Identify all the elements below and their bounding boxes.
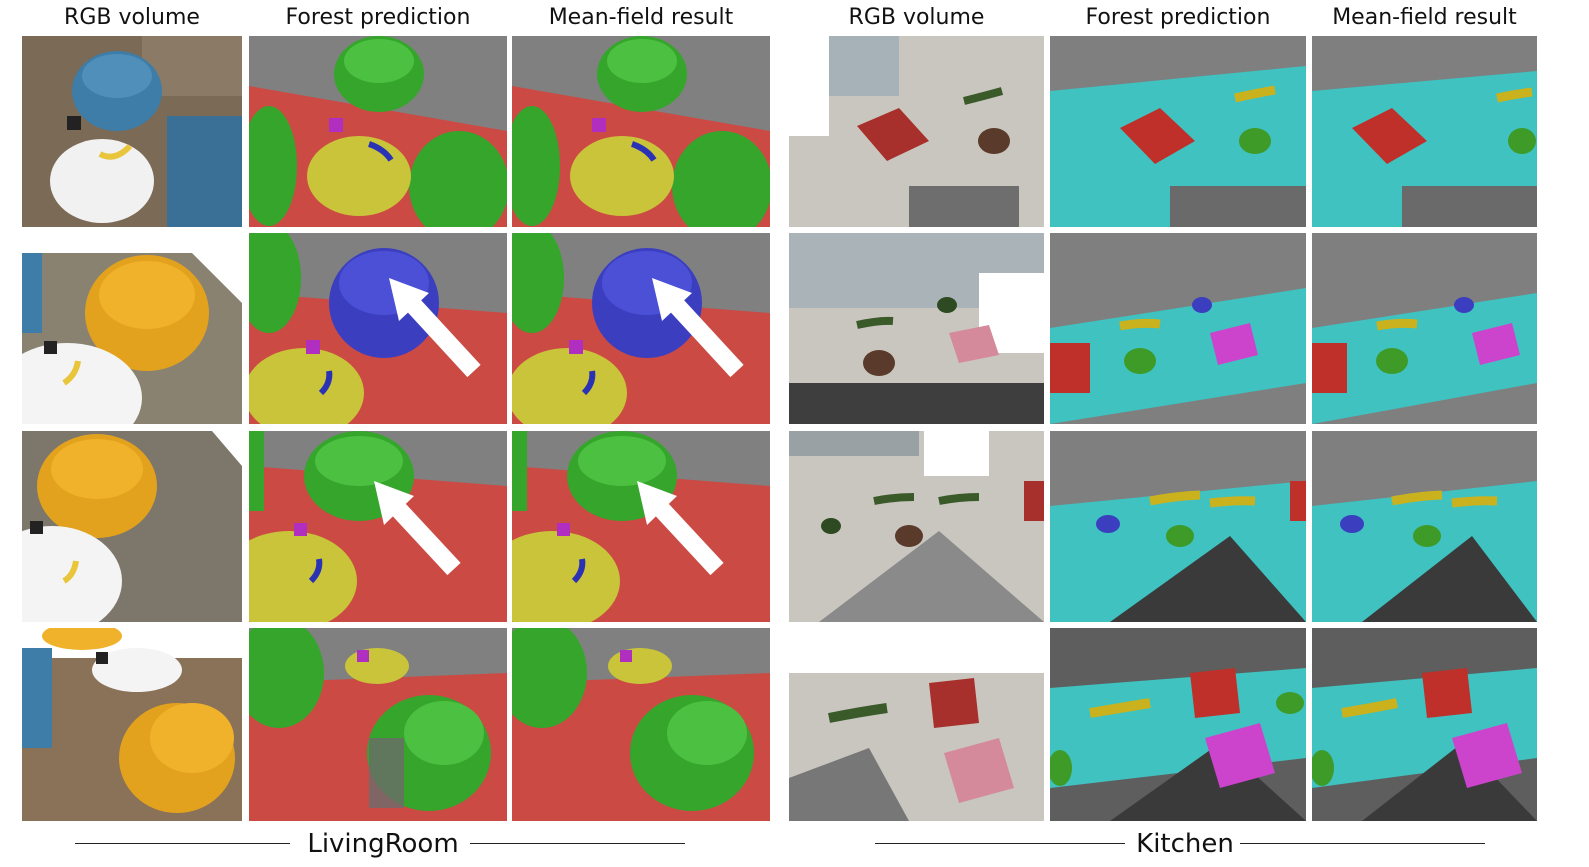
livingroom-meanfield-row3 xyxy=(512,431,770,622)
kitchen-forest-row2 xyxy=(1050,233,1306,424)
kitchen-meanfield-row2 xyxy=(1312,233,1537,424)
group-label-kitchen: Kitchen xyxy=(1136,829,1234,859)
col-header-rgb-kitchen: RGB volume xyxy=(848,5,985,30)
kitchen-meanfield-row4 xyxy=(1312,628,1537,821)
kitchen-rule-right xyxy=(1240,843,1485,844)
livingroom-rgb-row1 xyxy=(22,36,242,227)
livingroom-forest-row2 xyxy=(249,233,507,424)
kitchen-forest-row4 xyxy=(1050,628,1306,821)
kitchen-meanfield-row3 xyxy=(1312,431,1537,622)
livingroom-rgb-row3 xyxy=(22,431,242,622)
kitchen-rgb-row2 xyxy=(789,233,1044,424)
kitchen-rule-left xyxy=(875,843,1125,844)
col-header-forest-living: Forest prediction xyxy=(285,5,471,30)
livingroom-rule-right xyxy=(470,843,685,844)
livingroom-forest-row1 xyxy=(249,36,507,227)
livingroom-rgb-row2 xyxy=(22,233,242,424)
livingroom-forest-row3 xyxy=(249,431,507,622)
col-header-meanfield-kitchen: Mean-field result xyxy=(1332,5,1517,30)
livingroom-rule-left xyxy=(75,843,290,844)
col-header-meanfield-living: Mean-field result xyxy=(548,5,734,30)
kitchen-rgb-row1 xyxy=(789,36,1044,227)
livingroom-rgb-row4 xyxy=(22,628,242,821)
kitchen-meanfield-row1 xyxy=(1312,36,1537,227)
livingroom-meanfield-row2 xyxy=(512,233,770,424)
group-label-livingroom: LivingRoom xyxy=(307,829,459,859)
livingroom-forest-row4 xyxy=(249,628,507,821)
col-header-forest-kitchen: Forest prediction xyxy=(1085,5,1271,30)
arrow-icon xyxy=(397,288,481,378)
kitchen-forest-row1 xyxy=(1050,36,1306,227)
kitchen-rgb-row4 xyxy=(789,628,1044,821)
kitchen-forest-row3 xyxy=(1050,431,1306,622)
livingroom-meanfield-row1 xyxy=(512,36,770,227)
livingroom-meanfield-row4 xyxy=(512,628,770,821)
kitchen-rgb-row3 xyxy=(789,431,1044,622)
col-header-rgb-living: RGB volume xyxy=(64,5,200,30)
